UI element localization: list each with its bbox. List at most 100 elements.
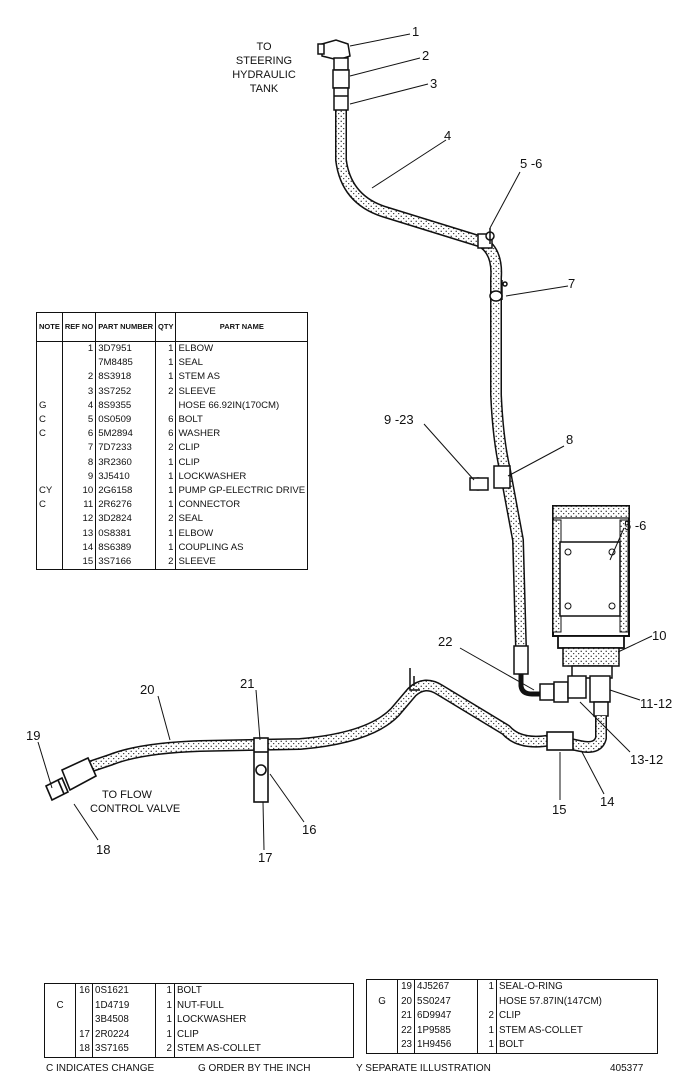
cell-ref-no: 23 (397, 1038, 415, 1053)
cell-qty (477, 994, 497, 1009)
cell-ref-no: 5 (61, 412, 96, 428)
cell-part-name: BOLT (496, 1038, 658, 1053)
callout-19: 19 (26, 728, 40, 743)
cell-qty: 1 (477, 979, 497, 995)
cell-part-number: 3S7165 (92, 1042, 156, 1057)
callout-3: 3 (430, 76, 437, 91)
cell-part-number: 2R0224 (92, 1027, 156, 1042)
cell-ref-no: 22 (397, 1023, 415, 1038)
cell-part-name: NUT-FULL (174, 998, 354, 1013)
cell-qty: 1 (155, 469, 176, 484)
cell-part-name: STEM AS-COLLET (496, 1023, 658, 1038)
cell-part-number: 7D7233 (95, 441, 156, 456)
cell-qty: 2 (155, 384, 176, 399)
header-part-number: PART NUMBER (95, 312, 157, 342)
callout-4: 4 (444, 128, 451, 143)
cell-note (37, 456, 63, 470)
leader-lines (37, 33, 653, 851)
cell-qty: 6 (155, 427, 176, 442)
cell-note: CY (39, 484, 53, 496)
cell-part-name: HOSE 66.92IN(170CM) (175, 398, 308, 413)
cell-part-number: 3S7166 (95, 554, 156, 570)
cell-part-number: 3S7252 (95, 384, 156, 399)
callout-16: 16 (302, 822, 316, 837)
cell-part-name: WASHER (175, 427, 308, 442)
cell-note: G (39, 399, 47, 411)
svg-text:TANK: TANK (250, 83, 279, 95)
cell-ref-no: 21 (397, 1009, 415, 1024)
cell-note (45, 1042, 76, 1057)
note-to-valve: TO FLOW CONTROL VALVE (90, 789, 180, 815)
cell-note (37, 342, 63, 357)
cell-note (367, 1009, 398, 1024)
cell-qty: 1 (155, 455, 176, 470)
cell-ref-no: 17 (75, 1027, 93, 1042)
cell-ref-no: 11 (61, 498, 96, 513)
cell-part-name: CLIP (496, 1009, 658, 1024)
cell-part-name: CLIP (175, 441, 308, 456)
cell-ref-no: 2 (61, 370, 96, 385)
cell-part-name: BOLT (175, 412, 308, 428)
cell-note (37, 441, 63, 455)
cell-note (37, 526, 63, 540)
clip-21 (253, 737, 269, 803)
pump-electric-drive (552, 505, 630, 679)
callout-17: 17 (258, 850, 272, 865)
svg-text:HYDRAULIC: HYDRAULIC (232, 69, 296, 81)
callout-21: 21 (240, 676, 254, 691)
cell-note (367, 1038, 398, 1053)
cell-qty: 2 (155, 554, 176, 570)
cell-ref-no: 10 (61, 483, 96, 499)
callout-14: 14 (600, 794, 614, 809)
cell-ref-no: 16 (75, 983, 93, 999)
cell-part-name: CLIP (174, 1027, 354, 1042)
cell-note (37, 541, 63, 555)
cell-part-name: SEAL (175, 512, 308, 527)
cell-part-number: 3D2824 (95, 512, 156, 527)
cell-note (367, 980, 398, 995)
cell-qty: 1 (155, 1013, 175, 1028)
cell-part-number: 3R2360 (95, 455, 156, 470)
cell-part-number: 3D7951 (95, 341, 156, 357)
hose-upper (335, 110, 527, 649)
callout-11-12: 11-12 (640, 696, 672, 711)
cell-part-number: 0S1621 (92, 983, 156, 999)
cell-part-name: COUPLING AS (175, 540, 308, 555)
cell-note: C (39, 499, 46, 511)
legend-change: C INDICATES CHANGE (46, 1063, 155, 1074)
cell-note (37, 370, 63, 384)
legend-separate-illustration: Y SEPARATE ILLUSTRATION (356, 1063, 491, 1074)
header-qty: QTY (155, 312, 177, 342)
cell-part-name: SLEEVE (175, 384, 308, 399)
callout-8: 8 (566, 432, 573, 447)
cell-note (45, 1013, 76, 1028)
cell-part-number: 8S6389 (95, 540, 156, 555)
cell-part-number: 7M8485 (95, 356, 156, 371)
cell-qty: 1 (155, 526, 176, 541)
cell-qty (155, 398, 176, 413)
cell-part-name: SEAL (175, 356, 308, 371)
cell-ref-no: 20 (397, 994, 415, 1009)
cell-qty: 2 (155, 1042, 175, 1057)
illustration-number: 405377 (610, 1063, 644, 1074)
clip-upper (477, 228, 495, 249)
cell-qty: 1 (155, 370, 176, 385)
cell-qty: 1 (155, 998, 175, 1013)
